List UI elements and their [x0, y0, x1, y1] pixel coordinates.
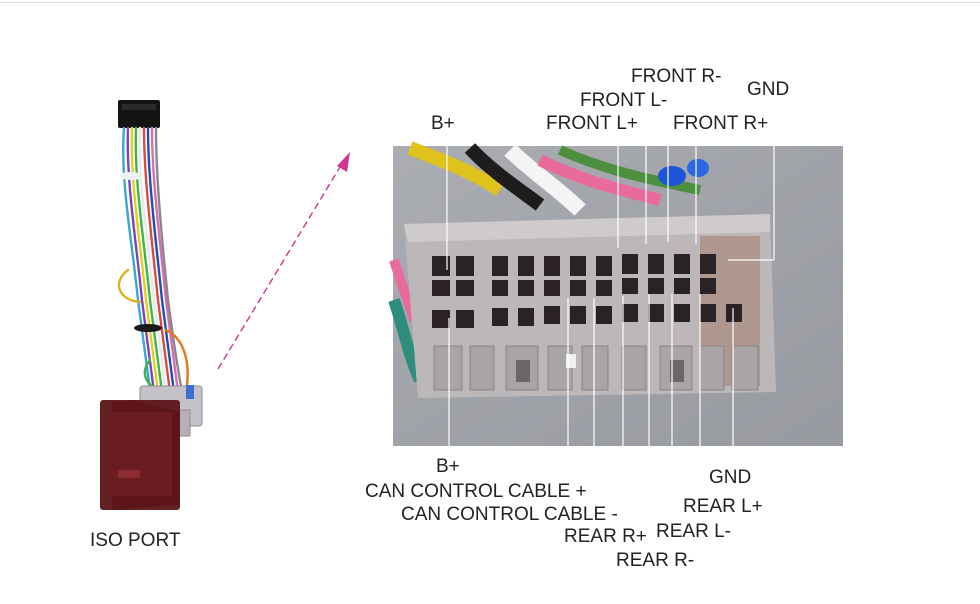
label-can-minus: CAN CONTROL CABLE - [401, 504, 618, 525]
label-gnd-top: GND [747, 79, 789, 100]
label-rear-l-minus: REAR L- [656, 521, 731, 542]
bottom-leader-lines [448, 294, 734, 548]
direction-arrow [217, 152, 350, 370]
label-gnd-bottom: GND [709, 467, 751, 488]
top-divider [0, 2, 980, 3]
label-rear-r-minus: REAR R- [616, 550, 694, 571]
label-rear-l-plus: REAR L+ [683, 496, 763, 517]
label-front-r-minus: FRONT R- [631, 66, 721, 87]
label-front-l-plus: FRONT L+ [546, 113, 638, 134]
iso-port-label: ISO PORT [90, 530, 181, 551]
label-b-plus-bottom: B+ [436, 456, 460, 477]
top-leader-lines [446, 90, 775, 270]
label-front-l-minus: FRONT L- [580, 90, 667, 111]
label-front-r-plus: FRONT R+ [673, 113, 768, 134]
label-can-plus: CAN CONTROL CABLE + [365, 481, 587, 502]
label-b-plus-top: B+ [431, 113, 455, 134]
harness-illustration [100, 100, 203, 510]
label-rear-r-plus: REAR R+ [564, 526, 647, 547]
